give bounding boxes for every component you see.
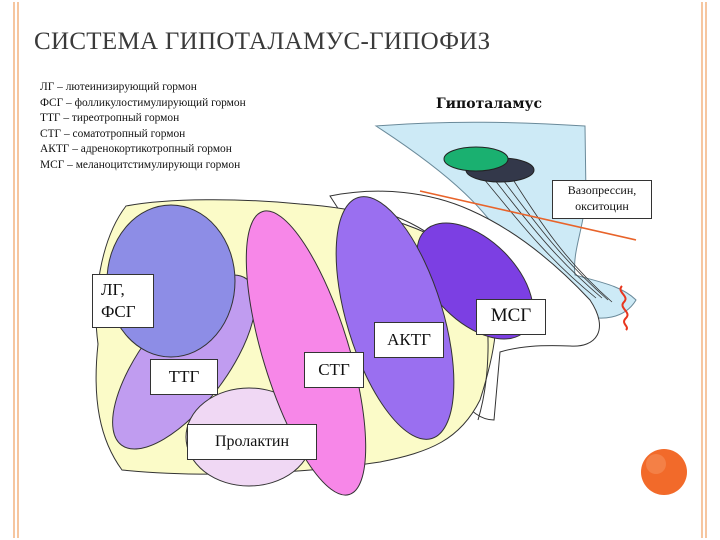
abbreviation-legend: ЛГ – лютеинизирующий гормон ФСГ – фоллик… [40,80,400,174]
neural-tract-3 [499,175,609,301]
neural-tract-4 [511,177,613,303]
acth-label: АКТГ [374,322,444,358]
legend-item-acth: АКТГ – адренокортикотропный гормон [40,143,232,156]
lh-fsh-label: ЛГ, ФСГ [92,274,154,328]
legend-item-lh: ЛГ – лютеинизирующий гормон [40,81,197,93]
msh-label: МСГ [476,299,546,335]
neural-tract-1 [477,171,597,299]
tsh-label: ТТГ [150,359,218,395]
gh-label: СТГ [304,352,364,388]
hypothalamic-nucleus-green [443,146,509,172]
hypothalamus-label: Гипоталамус [436,96,542,112]
legend-item-fsh: ФСГ – фолликулостимулирующий гормон [40,96,246,109]
legend-item-tsh: ТТГ – тиреотропный гормон [40,112,180,125]
corner-dot [641,449,687,495]
vasopressin-label: Вазопрессин, окситоцин [552,180,652,219]
orange-divider-line [419,190,637,241]
acth-lobe [335,196,455,440]
neural-tract-2 [489,173,603,299]
red-wavy-line [619,285,629,331]
slide-title: СИСТЕМА ГИПОТАЛАМУС-ГИПОФИЗ [34,28,491,55]
legend-item-gh: СТГ – соматотропный гормон [40,127,186,140]
prolactin-label: Пролактин [187,424,317,460]
corner-dot-highlight [646,454,666,474]
legend-item-msh: МСГ – меланоцитстимулирующи гормон [40,158,241,171]
